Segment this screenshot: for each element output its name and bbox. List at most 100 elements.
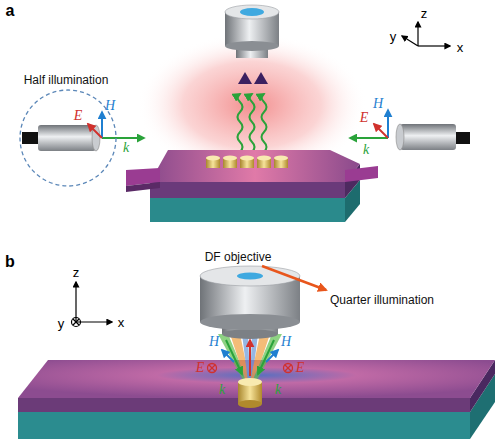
chip-substrate	[150, 198, 345, 222]
axis-label: y	[390, 30, 397, 43]
e-field-into-page	[208, 364, 293, 373]
nanopillars	[274, 156, 288, 161]
chip-substrate	[345, 166, 378, 182]
df-objective	[237, 273, 263, 280]
objective-lens	[225, 41, 279, 51]
e-field-into-page	[285, 365, 291, 371]
field-label: H	[373, 97, 383, 111]
e-field-into-page	[209, 365, 215, 371]
right-laser	[396, 124, 470, 150]
axes-b	[73, 319, 79, 325]
illumination-outline	[14, 72, 154, 194]
df-objective	[200, 314, 300, 330]
axis-label: z	[73, 266, 80, 279]
objective-lens	[225, 5, 279, 19]
emission-waves	[238, 94, 267, 152]
e-field-into-page	[285, 365, 291, 371]
axes-a	[402, 36, 418, 46]
e-field-into-page	[209, 365, 215, 371]
field-label: H	[281, 335, 291, 349]
axis-label: y	[58, 317, 65, 330]
single-nanopillar	[238, 378, 262, 386]
emission-triangles	[238, 72, 268, 84]
objective-lens	[240, 8, 264, 16]
left-laser	[38, 125, 96, 151]
single-nanopillar	[238, 378, 262, 408]
axes-b	[73, 319, 79, 325]
df-objective	[222, 329, 278, 339]
field-label: k	[123, 141, 129, 155]
field-label: k	[219, 383, 225, 397]
illumination-circle: Half illuminationE Hk	[14, 72, 154, 194]
panel-letter: a	[6, 3, 15, 19]
axis-label: x	[118, 316, 125, 329]
df-objective	[200, 266, 300, 286]
left-field-arrows	[88, 124, 102, 138]
illumination-beams	[242, 334, 250, 382]
nanopillars	[257, 156, 271, 161]
quarter-illumination-arrow	[262, 266, 326, 290]
axes-b	[72, 318, 81, 327]
illumination-beams	[252, 334, 282, 382]
field-label: H	[105, 99, 115, 113]
axis-label: x	[457, 41, 464, 54]
axes-a	[418, 45, 450, 46]
beam-arrows	[222, 340, 278, 376]
field-label: H	[209, 335, 219, 349]
emission-triangles	[254, 72, 268, 84]
chip-substrate	[150, 182, 345, 198]
chip-substrate	[150, 150, 360, 182]
objective-lens	[225, 5, 279, 58]
left-field-arrows	[102, 137, 144, 139]
node-heading: Half illumination	[24, 74, 109, 86]
chip-substrate	[126, 182, 160, 192]
beam-arrows	[249, 340, 251, 376]
left-field-arrows	[101, 112, 103, 138]
callout-text: DF objective	[205, 251, 272, 263]
field-label: E	[296, 361, 305, 375]
right-laser	[396, 124, 404, 150]
emission-waves	[238, 94, 243, 152]
field-label: E	[360, 111, 369, 125]
axes-b	[75, 282, 76, 322]
left-laser	[22, 132, 40, 144]
chip-substrate	[126, 150, 378, 222]
field-label: E	[196, 361, 205, 375]
beam-arrows	[266, 350, 278, 362]
quarter-illumination-arrow	[262, 266, 326, 290]
field-label: k	[363, 143, 369, 157]
dashed-circle	[20, 90, 116, 186]
callout-text: Quarter illumination	[330, 294, 434, 306]
right-field-arrows	[350, 137, 388, 139]
panel-letter: b	[5, 254, 15, 270]
nanopillars	[240, 156, 254, 161]
axes-b	[72, 282, 113, 327]
beam-arrows	[222, 350, 234, 362]
axes-a	[417, 22, 418, 46]
right-field-arrows	[387, 110, 389, 138]
axes-b	[76, 321, 112, 322]
right-laser	[454, 132, 470, 144]
nanopillars	[223, 156, 237, 161]
nanopillars	[206, 156, 288, 169]
illumination-beams	[230, 334, 250, 382]
illumination-beams	[218, 334, 282, 382]
right-field-arrows	[374, 124, 388, 138]
single-nanopillar	[238, 400, 262, 408]
emission-waves	[250, 94, 255, 152]
e-field-into-page	[208, 364, 217, 373]
waveguide-slab	[18, 412, 470, 439]
emission-triangles	[238, 72, 252, 84]
axes-a	[402, 22, 450, 46]
right-laser	[400, 124, 456, 150]
e-field-into-page	[284, 364, 293, 373]
axis-label: z	[421, 7, 428, 20]
df-objective	[200, 266, 300, 339]
field-label: E	[74, 109, 83, 123]
nanopillars	[206, 156, 220, 161]
left-laser	[22, 125, 100, 151]
emission-waves	[262, 94, 267, 152]
right-field-arrows	[350, 110, 388, 138]
field-label: k	[275, 383, 281, 397]
